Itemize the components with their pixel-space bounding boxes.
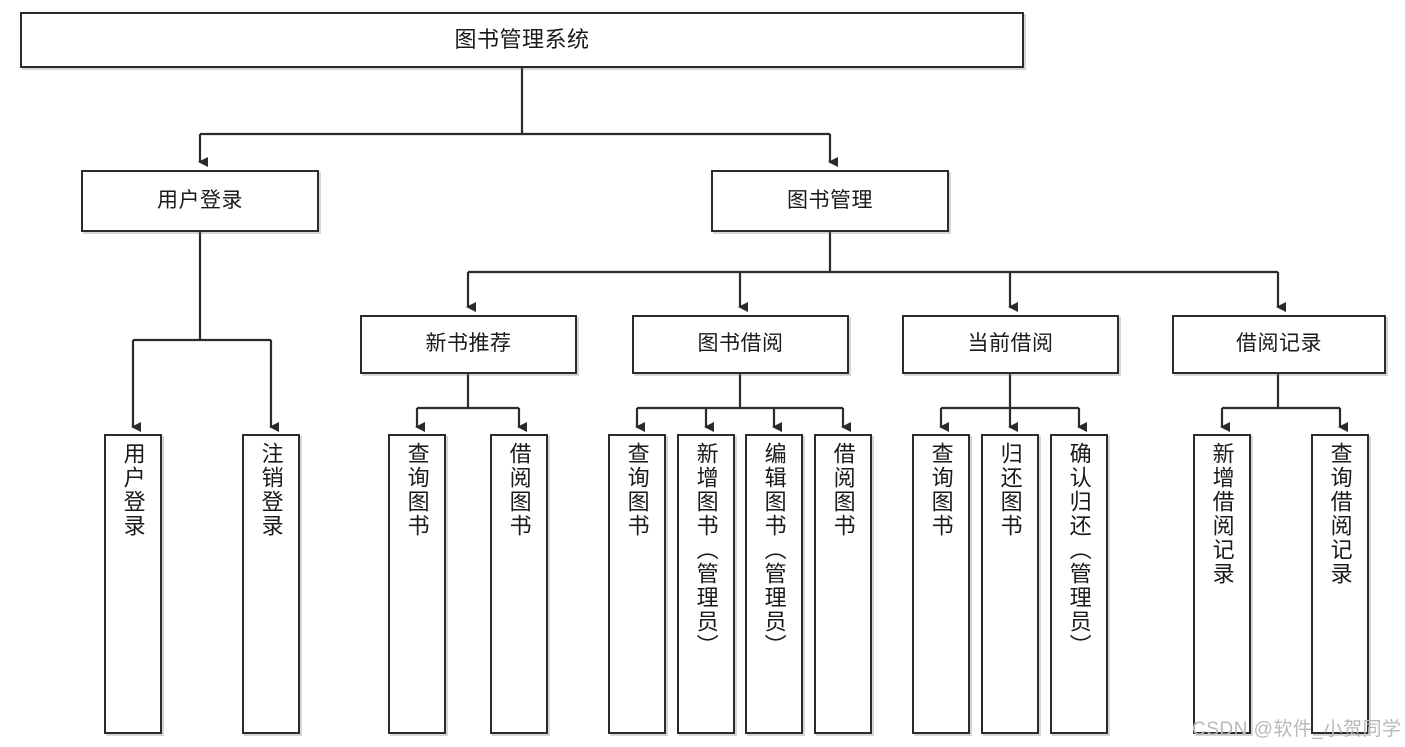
node-leaf-confirm-return[interactable]: 确认归还（管理员）	[1050, 434, 1108, 734]
node-leaf-query-book-2[interactable]: 查询图书	[608, 434, 666, 734]
node-root-label: 图书管理系统	[454, 27, 590, 53]
node-leaf-edit-book-label: 编辑图书（管理员）	[761, 442, 787, 658]
node-book-borrow-label: 图书借阅	[697, 332, 784, 356]
node-leaf-logout-login[interactable]: 注销登录	[242, 434, 300, 734]
node-book-manage-label: 图书管理	[787, 188, 873, 212]
node-user-login-label: 用户登录	[157, 188, 243, 212]
node-leaf-user-login-label: 用户登录	[120, 442, 146, 538]
node-current-borrow[interactable]: 当前借阅	[902, 315, 1119, 374]
node-borrow-record-label: 借阅记录	[1236, 332, 1322, 356]
node-leaf-borrow-book-2[interactable]: 借阅图书	[814, 434, 872, 734]
node-leaf-add-book[interactable]: 新增图书（管理员）	[677, 434, 735, 734]
node-leaf-query-book-3-label: 查询图书	[928, 442, 954, 538]
node-leaf-borrow-book-2-label: 借阅图书	[830, 442, 856, 538]
node-book-manage[interactable]: 图书管理	[711, 170, 949, 232]
node-leaf-add-borrow-record-label: 新增借阅记录	[1209, 442, 1235, 586]
node-leaf-borrow-book-1-label: 借阅图书	[506, 442, 532, 538]
node-leaf-logout-login-label: 注销登录	[258, 442, 284, 538]
node-leaf-borrow-book-1[interactable]: 借阅图书	[490, 434, 548, 734]
node-leaf-add-borrow-record[interactable]: 新增借阅记录	[1193, 434, 1251, 734]
node-current-borrow-label: 当前借阅	[967, 332, 1054, 356]
node-leaf-query-borrow-record[interactable]: 查询借阅记录	[1311, 434, 1369, 734]
node-leaf-query-book-1[interactable]: 查询图书	[388, 434, 446, 734]
csdn-watermark: CSDN @软件_小贺同学	[1192, 719, 1402, 740]
node-book-borrow[interactable]: 图书借阅	[632, 315, 849, 374]
node-leaf-user-login[interactable]: 用户登录	[104, 434, 162, 734]
node-new-book-recommend[interactable]: 新书推荐	[360, 315, 577, 374]
node-leaf-query-book-1-label: 查询图书	[404, 442, 430, 538]
node-leaf-confirm-return-label: 确认归还（管理员）	[1066, 442, 1092, 658]
node-user-login[interactable]: 用户登录	[81, 170, 319, 232]
node-leaf-return-book-label: 归还图书	[997, 442, 1023, 538]
node-leaf-query-book-3[interactable]: 查询图书	[912, 434, 970, 734]
node-new-book-recommend-label: 新书推荐	[425, 332, 512, 356]
node-borrow-record[interactable]: 借阅记录	[1172, 315, 1386, 374]
node-leaf-edit-book[interactable]: 编辑图书（管理员）	[745, 434, 803, 734]
node-leaf-return-book[interactable]: 归还图书	[981, 434, 1039, 734]
node-leaf-query-book-2-label: 查询图书	[624, 442, 650, 538]
node-root[interactable]: 图书管理系统	[20, 12, 1024, 68]
node-leaf-query-borrow-record-label: 查询借阅记录	[1327, 442, 1353, 586]
node-leaf-add-book-label: 新增图书（管理员）	[693, 442, 719, 658]
